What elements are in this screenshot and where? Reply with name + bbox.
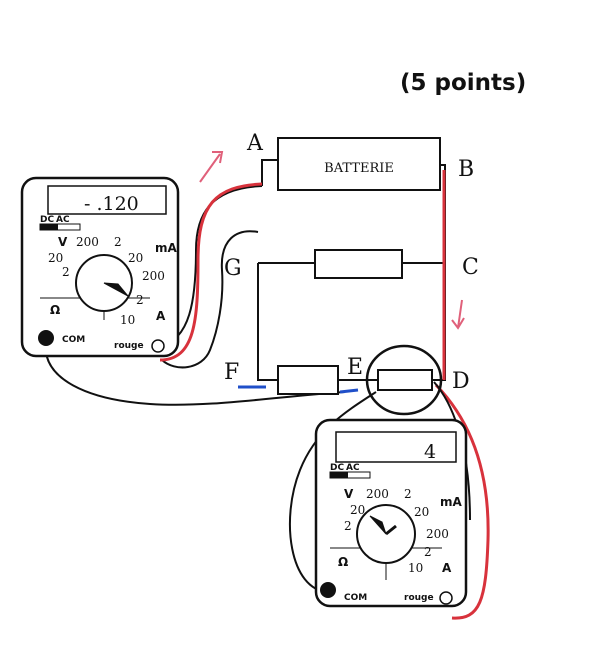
- unit-ma: mA: [440, 495, 463, 509]
- scale-10-a: 10: [120, 313, 135, 327]
- meter-display: [47, 185, 167, 215]
- scale-2-v: 2: [404, 487, 412, 501]
- scale-2-low: 2: [344, 519, 352, 533]
- scale-20-ma: 20: [128, 251, 143, 265]
- highlight-circle: [365, 344, 443, 416]
- scale-2-a: 2: [424, 545, 432, 559]
- node-e: E: [347, 355, 363, 380]
- scale-2-low: 2: [62, 265, 70, 279]
- rouge-label: rouge: [114, 341, 144, 351]
- node-c: C: [462, 255, 479, 280]
- rouge-label: rouge: [404, 593, 434, 603]
- com-label: COM: [62, 335, 85, 345]
- node-g: G: [224, 256, 242, 281]
- rouge-jack[interactable]: [439, 591, 453, 605]
- right-com-wire: [289, 391, 377, 593]
- battery: [277, 137, 441, 191]
- scale-200-v: 200: [366, 487, 389, 501]
- node-a: A: [246, 131, 264, 156]
- multimeter-left: - .120 DC AC V 200 2 mA 20 20 2 200 2 10…: [20, 176, 180, 358]
- unit-ohm: Ω: [338, 555, 348, 569]
- blue-mark-e: [339, 388, 359, 394]
- scale-20-ma: 20: [414, 505, 429, 519]
- scale-20-v: 20: [350, 503, 365, 517]
- com-jack[interactable]: [320, 582, 336, 598]
- points-label: (5 points): [400, 70, 526, 96]
- unit-v: V: [58, 235, 68, 249]
- scale-2-a: 2: [136, 293, 144, 307]
- node-b: B: [458, 157, 474, 182]
- current-arrow-c: [451, 299, 465, 330]
- resistor-ed: [377, 369, 433, 391]
- scale-2-v: 2: [114, 235, 122, 249]
- mode-ac: AC: [56, 215, 70, 225]
- mode-switch-knob: [330, 472, 348, 478]
- mode-switch-knob: [40, 224, 58, 230]
- scale-200-ma: 200: [142, 269, 165, 283]
- unit-ohm: Ω: [50, 303, 60, 317]
- unit-a: A: [156, 309, 166, 323]
- node-d: D: [452, 369, 470, 394]
- meter-display-value: - .120: [84, 193, 139, 215]
- resistor-fe: [277, 365, 339, 395]
- com-label: COM: [344, 593, 367, 603]
- scale-10-a: 10: [408, 561, 423, 575]
- dial-pointer: [103, 282, 129, 297]
- dial-pointer-shaft: [385, 524, 397, 536]
- node-f: F: [224, 360, 239, 385]
- resistor-gc: [314, 249, 403, 279]
- current-arrow-a: [199, 151, 224, 183]
- com-jack[interactable]: [38, 330, 54, 346]
- battery-label: BATTERIE: [324, 161, 394, 176]
- unit-ma: mA: [155, 241, 178, 255]
- mode-dc: DC: [330, 463, 344, 473]
- unit-v: V: [344, 487, 354, 501]
- unit-a: A: [442, 561, 452, 575]
- rouge-jack[interactable]: [151, 339, 165, 353]
- scale-200-v: 200: [76, 235, 99, 249]
- meter-display: [335, 431, 457, 463]
- circuit-wires: [44, 159, 446, 406]
- meter-display-value: 4: [424, 441, 436, 463]
- red-wires: [159, 170, 490, 620]
- dial-pointer: [369, 515, 387, 535]
- mode-ac: AC: [346, 463, 360, 473]
- scale-20-v: 20: [48, 251, 63, 265]
- scale-200-ma: 200: [426, 527, 449, 541]
- multimeter-right: 4 DC AC V 200 2 mA 20 20 2 200 2 10 Ω A …: [314, 418, 468, 608]
- mode-dc: DC: [40, 215, 54, 225]
